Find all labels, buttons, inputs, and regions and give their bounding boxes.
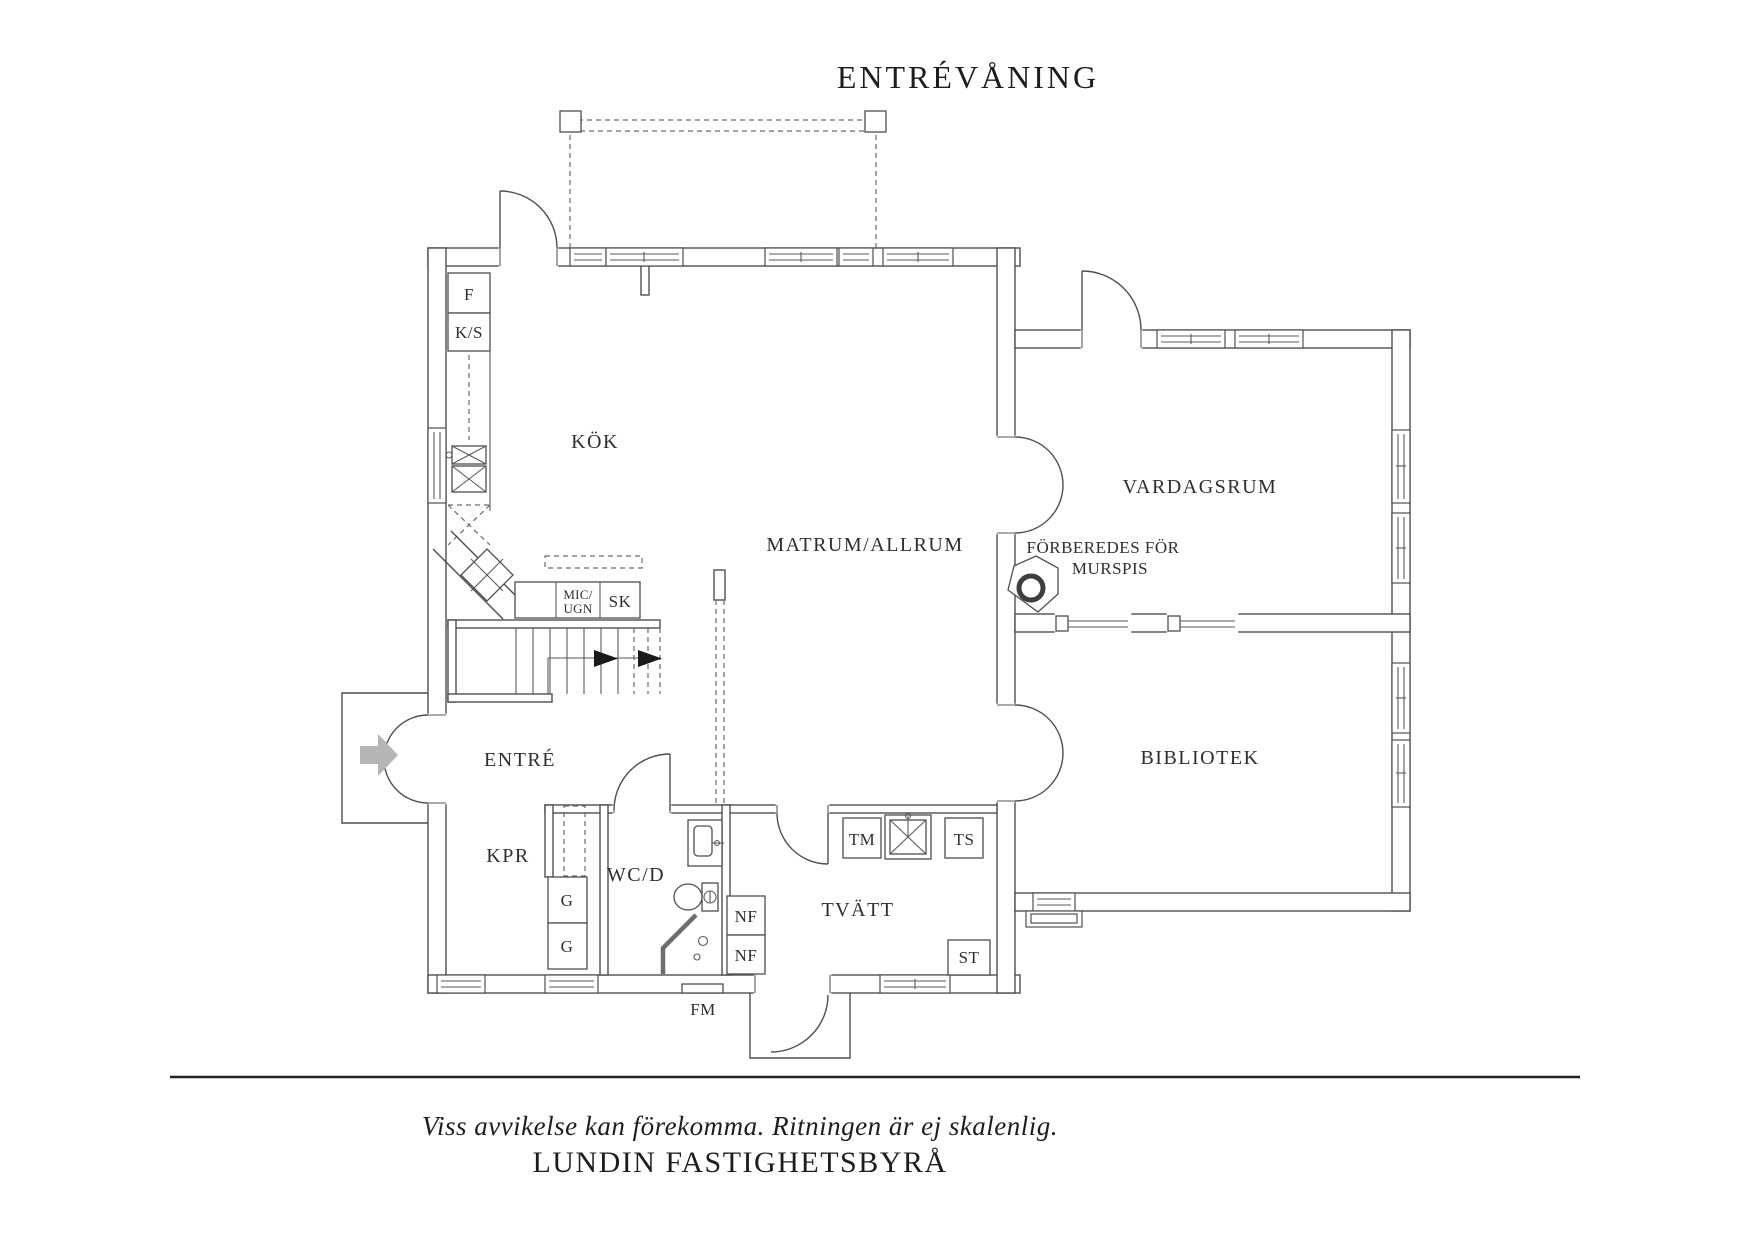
wardrobe-dashed — [563, 805, 586, 877]
back-porch — [749, 993, 851, 1059]
wall-stub — [640, 265, 650, 296]
room-label-matrum: MATRUM/ALLRUM — [766, 534, 963, 556]
room-label-vardagsrum: VARDAGSRUM — [1123, 476, 1278, 498]
counter — [514, 581, 641, 619]
rear-stoop — [1025, 910, 1083, 928]
page-title: ENTRÉVÅNING — [837, 59, 1099, 95]
label-fm: FM — [690, 1000, 716, 1019]
footer-disclaimer: Viss avvikelse kan förekomma. Ritningen … — [422, 1111, 1058, 1141]
wardrobe-g2 — [547, 922, 588, 970]
wc-fixtures — [660, 819, 724, 974]
back-door-arc — [770, 994, 829, 1053]
room-label-kpr: KPR — [486, 845, 529, 867]
room-label-kok: KÖK — [571, 430, 619, 453]
hall-wardrobes — [547, 805, 588, 970]
label-nf1: NF — [735, 907, 758, 926]
room-label-tvatt: TVÄTT — [821, 898, 894, 921]
room-label-bibliotek: BIBLIOTEK — [1140, 747, 1259, 769]
label-murspis-1: FÖRBEREDES FÖR — [1027, 538, 1180, 557]
entry-porch — [341, 692, 428, 824]
room-label-entre: ENTRÉ — [484, 748, 556, 771]
fm-marker — [681, 983, 724, 994]
shower-screen — [660, 913, 698, 974]
label-st: ST — [959, 948, 980, 967]
label-nf2: NF — [735, 946, 758, 965]
deck-door-arc — [499, 190, 558, 249]
room-label-wcd: WC/D — [607, 864, 665, 886]
label-g2: G — [561, 937, 574, 956]
terrace-post — [559, 110, 582, 133]
label-micro-1: MIC/ — [563, 587, 592, 602]
wc-door-arc — [613, 753, 671, 811]
column — [713, 569, 726, 601]
freezer-box — [447, 312, 491, 352]
entry-arrow-icon — [360, 734, 398, 776]
label-tm: TM — [849, 830, 876, 849]
wall-openings — [424, 244, 1239, 997]
laundry-door-arc — [776, 812, 829, 865]
fireplace-symbol — [1007, 555, 1059, 613]
nf-box — [726, 895, 766, 936]
library-door-arc — [1014, 752, 1064, 802]
fridge-box — [447, 272, 491, 314]
washing-machine — [842, 817, 882, 859]
label-fridge: F — [464, 285, 474, 304]
label-freezer: K/S — [455, 323, 483, 342]
terrace-post — [864, 110, 887, 133]
drying-cabinet — [944, 817, 984, 859]
label-murspis-2: MURSPIS — [1072, 559, 1148, 578]
livingroom-north-door-arc — [1081, 270, 1142, 331]
label-g1: G — [561, 891, 574, 910]
laundry-fixtures — [726, 812, 991, 976]
wardrobe-g1 — [547, 876, 588, 924]
st-box — [947, 939, 991, 976]
sliding-doors — [1055, 615, 1235, 632]
dashed-overhangs — [544, 555, 725, 805]
terrace-dashed-outline — [559, 110, 887, 248]
kitchen-fixtures — [432, 272, 641, 620]
footer-company: LUNDIN FASTIGHETSBYRÅ — [532, 1146, 947, 1179]
stairs — [515, 628, 662, 694]
livingroom-door-arc — [1014, 484, 1064, 534]
windows — [427, 247, 1411, 994]
label-micro-2: UGN — [563, 601, 592, 616]
livingroom-door-arc — [1014, 436, 1064, 486]
entry-door-arc — [383, 758, 429, 804]
label-sk: SK — [609, 592, 632, 611]
toilet-bowl — [673, 883, 703, 911]
stair-direction-arrow — [594, 650, 618, 667]
label-ts: TS — [954, 830, 975, 849]
library-door-arc — [1014, 704, 1064, 754]
nf-box — [726, 934, 766, 975]
stair-direction-arrow — [638, 650, 662, 667]
